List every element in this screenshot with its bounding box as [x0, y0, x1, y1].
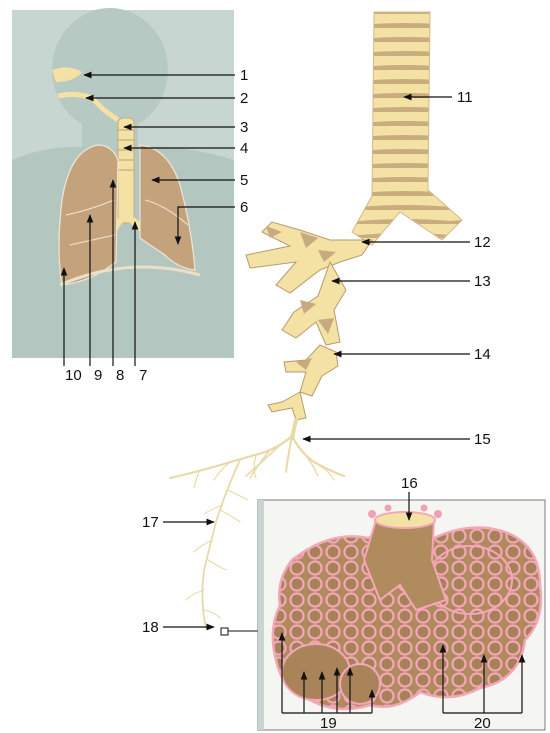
label-16: 16: [401, 475, 418, 492]
label-17: 17: [142, 514, 159, 531]
label-20: 20: [474, 715, 491, 732]
label-4: 4: [240, 140, 248, 157]
label-12: 12: [474, 234, 491, 251]
torso-inset-panel: [12, 8, 234, 358]
label-15: 15: [474, 431, 491, 448]
label-2: 2: [240, 90, 248, 107]
label-7: 7: [139, 367, 147, 384]
label-1: 1: [240, 67, 248, 84]
label-13: 13: [474, 273, 491, 290]
label-19: 19: [320, 715, 337, 732]
label-11: 11: [457, 89, 473, 106]
label-9: 9: [94, 367, 102, 384]
label-6: 6: [240, 199, 248, 216]
label-10: 10: [65, 367, 82, 384]
label-8: 8: [116, 367, 124, 384]
label-14: 14: [474, 346, 491, 363]
bronchi: [246, 222, 372, 420]
label-3: 3: [240, 119, 248, 136]
alveoli-inset-panel: [258, 500, 545, 730]
alveolus-zoom-box: [221, 628, 228, 635]
label-18: 18: [142, 619, 159, 636]
label-5: 5: [240, 172, 248, 189]
trachea-large: [352, 12, 462, 245]
